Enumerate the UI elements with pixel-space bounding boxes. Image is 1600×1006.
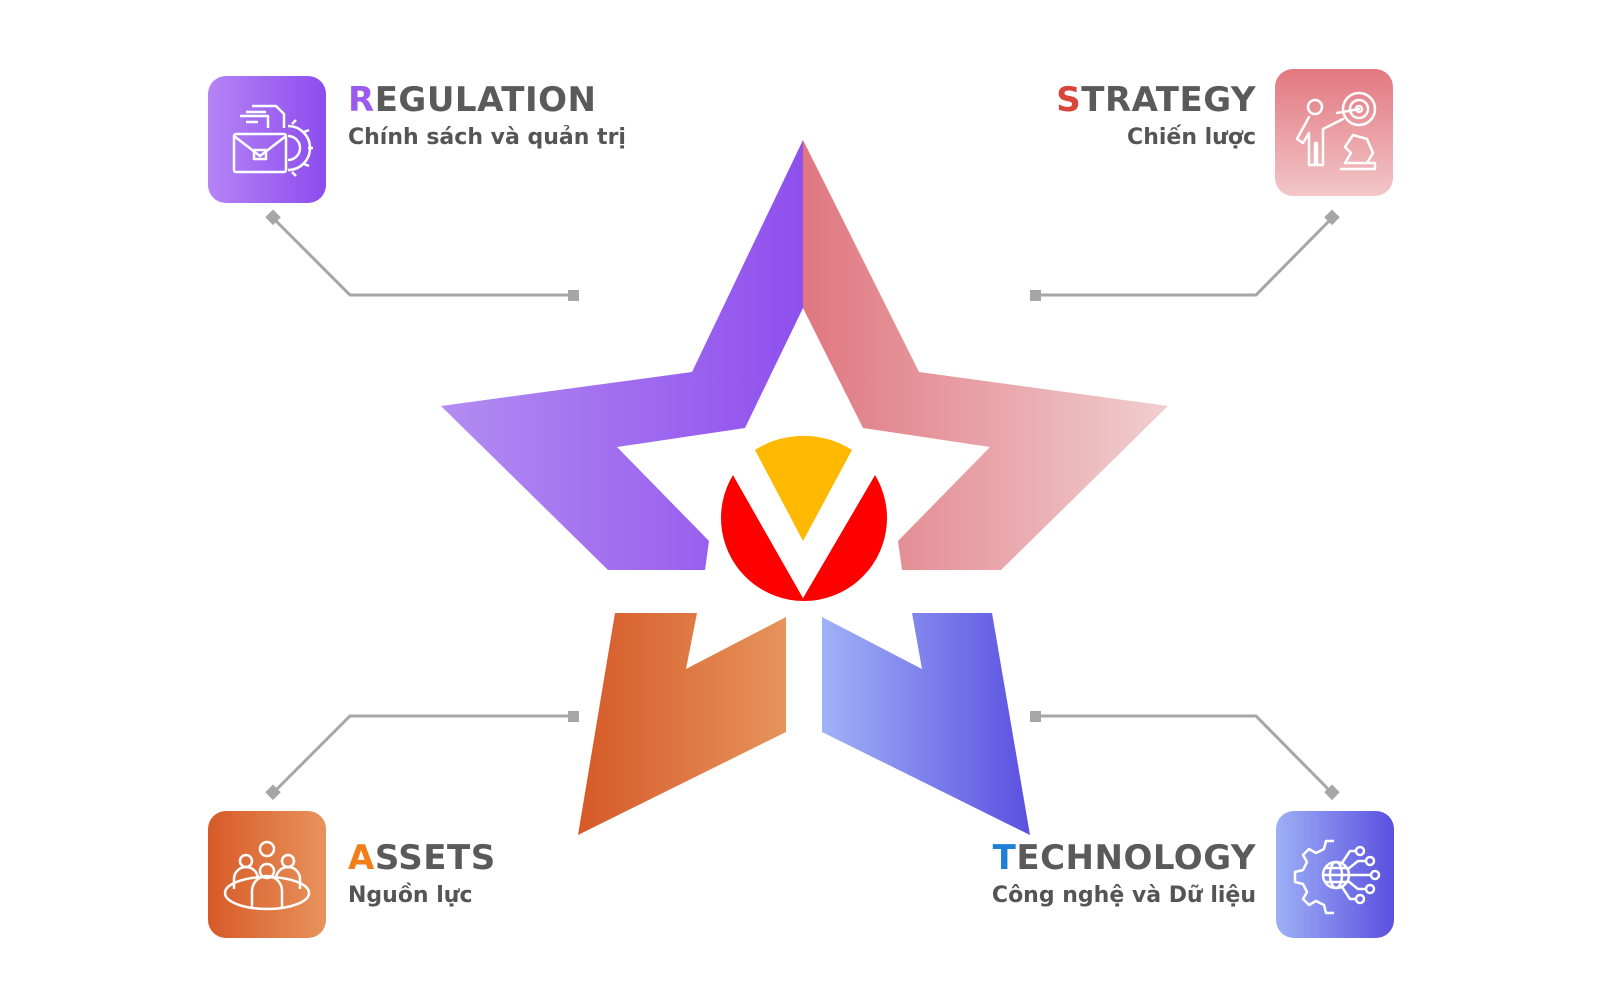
star-segment-technology [822,613,1030,835]
star-segment-assets [578,613,786,835]
connector-lines [271,216,1334,795]
technology-title-initial: T [992,838,1017,878]
assets-subtitle: Nguồn lực [348,883,473,908]
regulation-title-initial: R [348,80,375,120]
regulation-label: REGULATION Chính sách và quản trị [348,80,626,153]
strategy-title-rest: TRATEGY [1081,80,1256,120]
star-segment-strategy [803,140,1168,570]
technology-title-rest: ECHNOLOGY [1016,838,1256,878]
technology-subtitle: Công nghệ và Dữ liệu [991,883,1256,908]
regulation-icon-tile [208,76,326,203]
assets-title-rest: SSETS [374,838,496,878]
connector-strategy [1035,216,1334,297]
connector-regulation [271,216,573,297]
center-logo [721,435,887,601]
strategy-title-initial: S [1056,80,1082,120]
regulation-subtitle: Chính sách và quản trị [348,125,626,150]
connector-technology [1035,714,1334,795]
people-group-icon [223,840,311,911]
assets-title-initial: A [348,838,375,878]
briefcase-document-gear-icon [232,104,313,177]
gear-globe-circuit-icon [1293,839,1381,915]
technology-title: TECHNOLOGY [992,838,1256,878]
star-segment-regulation [441,140,803,570]
regulation-title-rest: EGULATION [374,80,597,120]
assets-icon-tile [208,811,326,938]
connector-endpoints [265,209,1340,801]
person-target-chess-icon [1295,91,1377,171]
connector-assets [271,714,573,795]
regulation-title: REGULATION [348,80,626,120]
strategy-icon-tile [1275,69,1393,196]
technology-icon-tile [1276,811,1394,938]
assets-title: ASSETS [348,838,496,878]
technology-label: TECHNOLOGY Công nghệ và Dữ liệu [992,838,1256,911]
strategy-subtitle: Chiến lược [1127,125,1256,150]
strategy-label: STRATEGY Chiến lược [1056,80,1256,153]
assets-label: ASSETS Nguồn lực [348,838,496,911]
strategy-title: STRATEGY [1056,80,1256,120]
